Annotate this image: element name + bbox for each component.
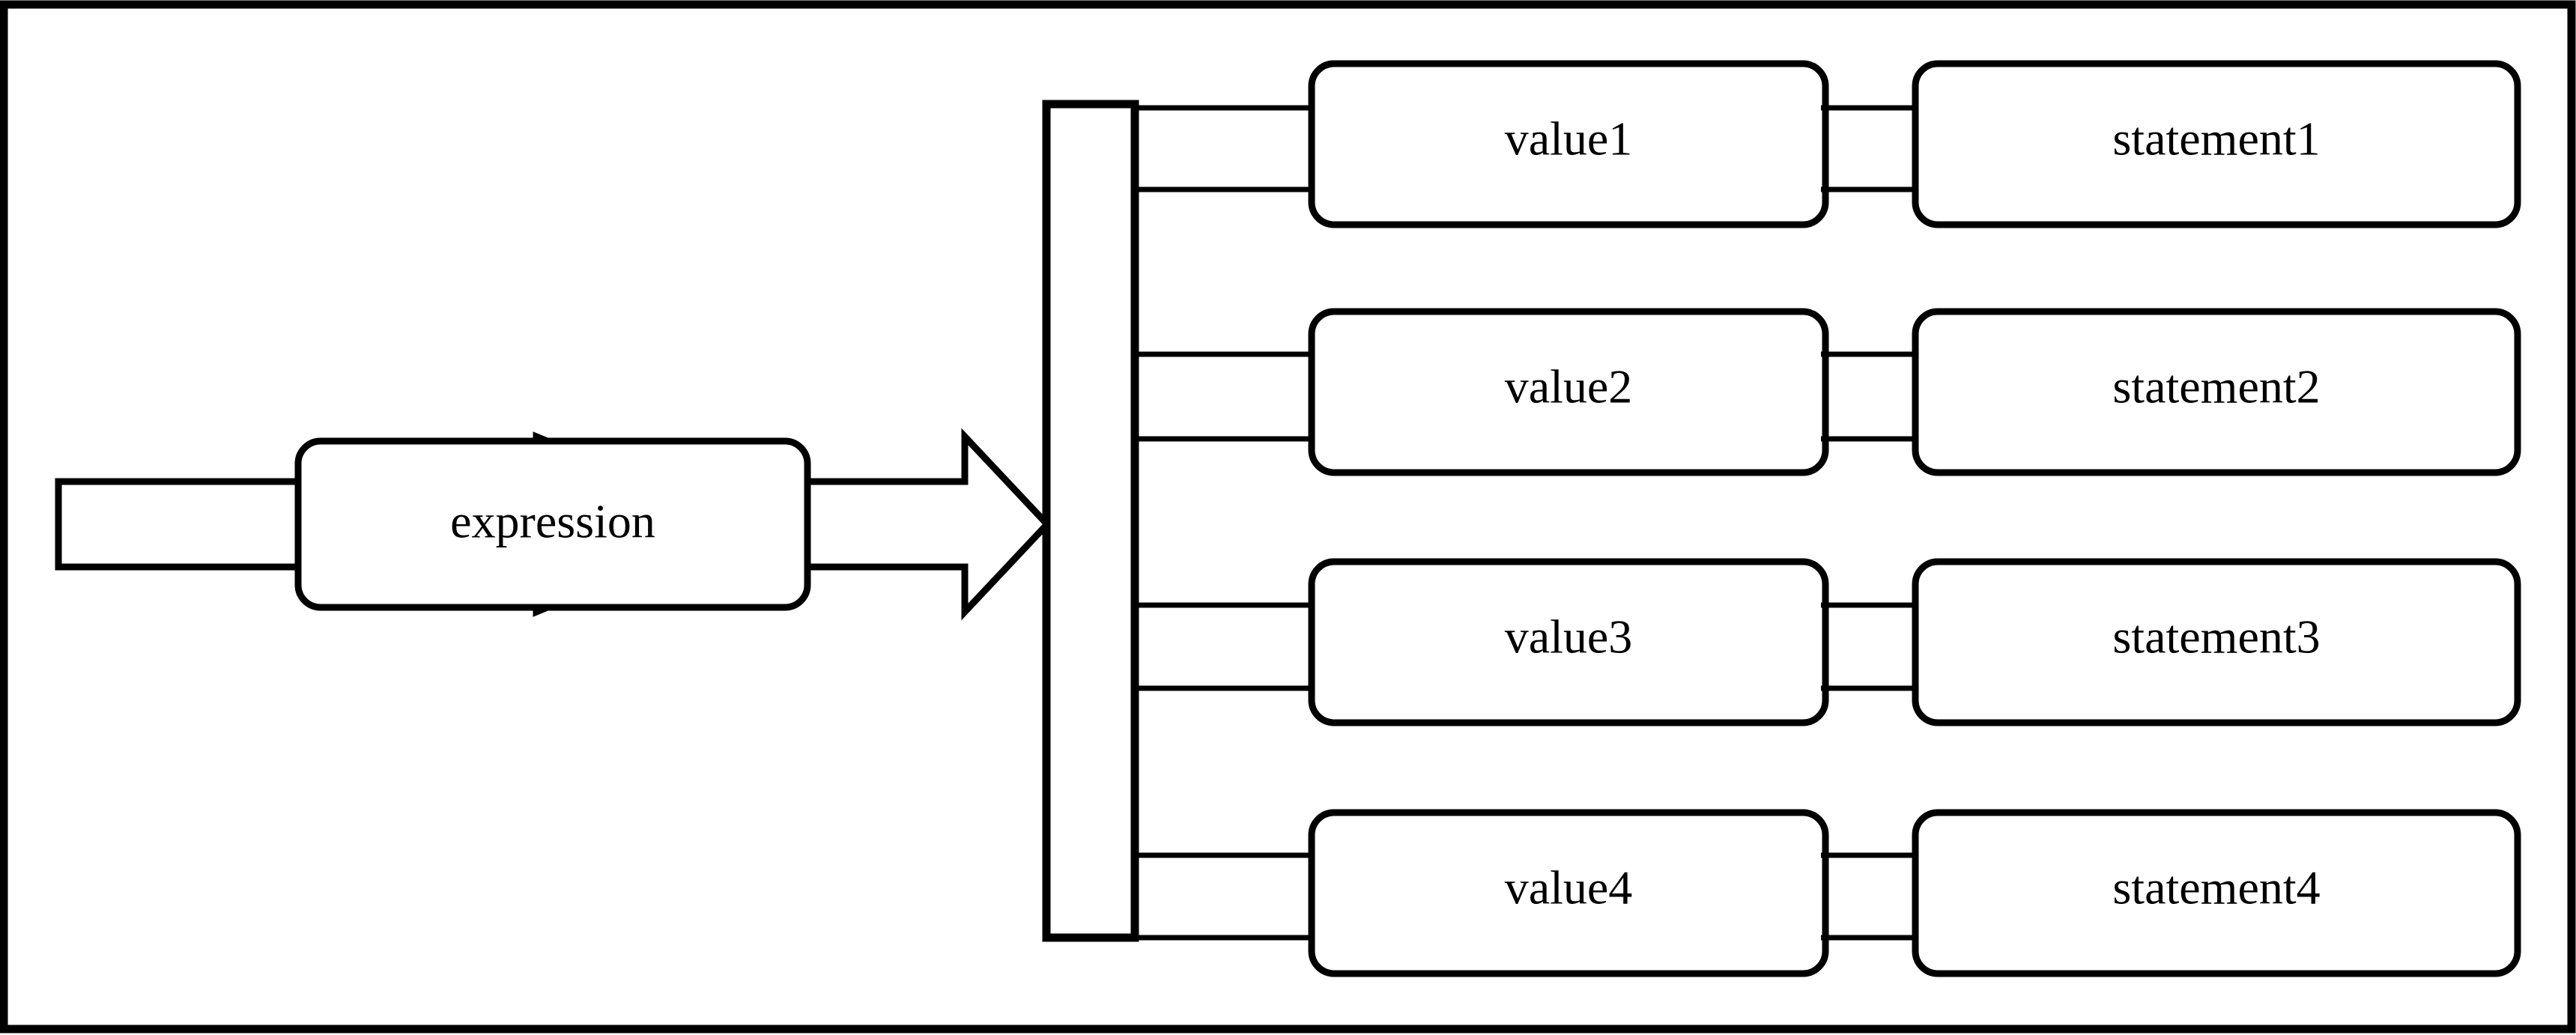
value-node-4[interactable] [1308,809,1829,977]
branch-row-4: value4 statement4 [1135,809,2521,977]
value-node-2[interactable] [1308,308,1829,476]
statement-node-3[interactable] [1912,558,2521,726]
statement-node-1-label: statement1 [2112,112,2320,166]
value-node-4-label: value4 [1505,861,1633,914]
expression-node-label: expression [450,495,655,548]
statement-node-4[interactable] [1912,809,2521,977]
dispatch-bar [1042,100,1139,942]
output-arrow [804,428,1052,621]
branch-row-1: value1 statement1 [1135,60,2521,228]
statement-node-4-label: statement4 [2112,861,2320,914]
value-node-1-label: value1 [1505,112,1633,166]
value-node-3[interactable] [1308,558,1829,726]
statement-node-2-label: statement2 [2112,360,2320,413]
value-node-3-label: value3 [1505,610,1633,664]
branch-row-2: value2 statement2 [1135,308,2521,476]
branch-row-3: value3 statement3 [1135,558,2521,726]
statement-node-1[interactable] [1912,60,2521,228]
value-node-1[interactable] [1308,60,1829,228]
value-node-2-label: value2 [1505,360,1633,413]
statement-node-3-label: statement3 [2112,610,2320,664]
statement-node-2[interactable] [1912,308,2521,476]
